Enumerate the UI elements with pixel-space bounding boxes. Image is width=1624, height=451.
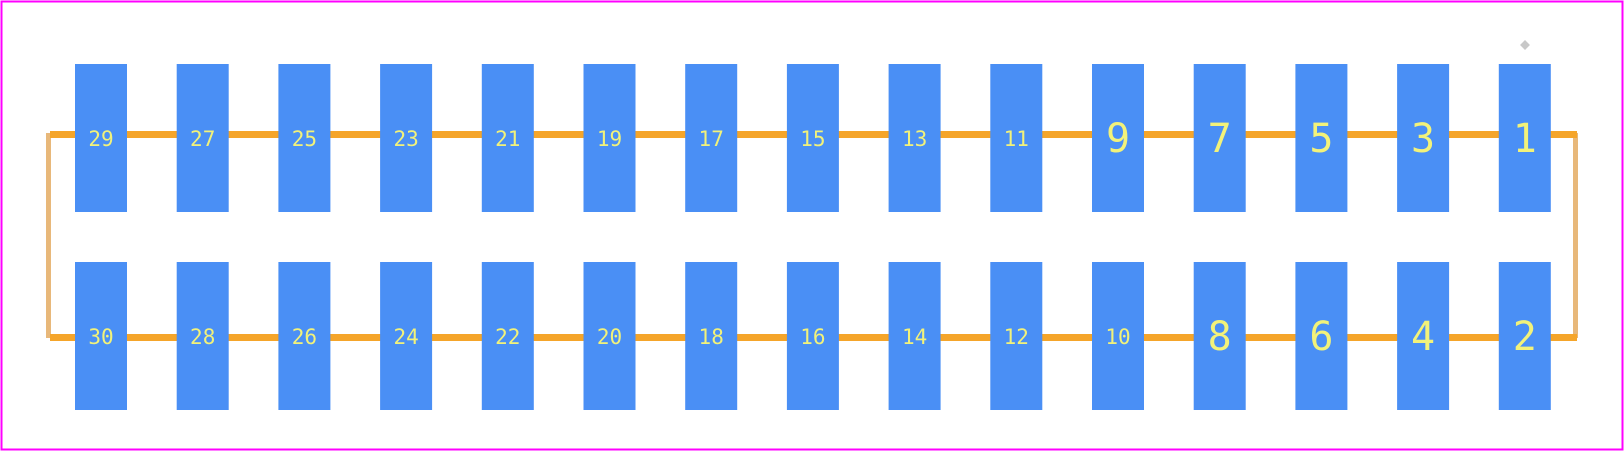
pad-14 bbox=[888, 262, 941, 410]
pad-label-2: 2 bbox=[1513, 314, 1537, 360]
pad-label-9: 9 bbox=[1106, 116, 1130, 162]
pad-label-4: 4 bbox=[1411, 314, 1435, 360]
pad-label-3: 3 bbox=[1411, 116, 1435, 162]
pad-label-20: 20 bbox=[597, 325, 622, 349]
pad-2 bbox=[1498, 262, 1551, 410]
pad-30 bbox=[75, 262, 127, 410]
pad-1 bbox=[1498, 64, 1551, 212]
pad-27 bbox=[176, 64, 229, 212]
pad-26 bbox=[278, 262, 331, 410]
pad-29 bbox=[75, 64, 127, 212]
pad-12 bbox=[990, 262, 1043, 410]
pad-11 bbox=[990, 64, 1043, 212]
pad-9 bbox=[1092, 64, 1144, 212]
pad-label-10: 10 bbox=[1105, 325, 1130, 349]
pad-25 bbox=[278, 64, 331, 212]
pad-label-6: 6 bbox=[1309, 314, 1333, 360]
pad-label-1: 1 bbox=[1513, 116, 1537, 162]
pad-label-15: 15 bbox=[800, 127, 825, 151]
pad-label-22: 22 bbox=[495, 325, 520, 349]
pad-22 bbox=[481, 262, 534, 410]
pad-label-27: 27 bbox=[190, 127, 215, 151]
pad-label-21: 21 bbox=[495, 127, 520, 151]
pad-24 bbox=[380, 262, 433, 410]
pad-13 bbox=[888, 64, 941, 212]
pad-label-5: 5 bbox=[1309, 116, 1333, 162]
pad-18 bbox=[685, 262, 738, 410]
pad-3 bbox=[1397, 64, 1450, 212]
top-pad-row: 29 27 25 23 21 19 17 15 13 11 9 7 5 3 1 bbox=[75, 64, 1551, 212]
pad-label-8: 8 bbox=[1208, 314, 1232, 360]
pad-label-24: 24 bbox=[393, 325, 418, 349]
pad-label-29: 29 bbox=[88, 127, 113, 151]
pad-4 bbox=[1397, 262, 1450, 410]
pad-label-25: 25 bbox=[292, 127, 317, 151]
pad-label-7: 7 bbox=[1208, 116, 1232, 162]
pad-6 bbox=[1295, 262, 1348, 410]
pad-label-26: 26 bbox=[292, 325, 317, 349]
pad-label-16: 16 bbox=[800, 325, 825, 349]
right-side-rail bbox=[1573, 133, 1578, 338]
pad-7 bbox=[1193, 64, 1246, 212]
pad-17 bbox=[685, 64, 738, 212]
pad-20 bbox=[583, 262, 636, 410]
pad-label-14: 14 bbox=[902, 325, 927, 349]
pad-5 bbox=[1295, 64, 1348, 212]
pad-label-19: 19 bbox=[597, 127, 622, 151]
bottom-pad-row: 30 28 26 24 22 20 18 16 14 12 10 8 6 4 2 bbox=[75, 262, 1551, 410]
pad-16 bbox=[786, 262, 839, 410]
pad-28 bbox=[176, 262, 229, 410]
pad-label-17: 17 bbox=[699, 127, 724, 151]
pad-8 bbox=[1193, 262, 1246, 410]
pad-23 bbox=[380, 64, 433, 212]
pad-19 bbox=[583, 64, 636, 212]
left-side-rail bbox=[46, 133, 51, 338]
pad-label-13: 13 bbox=[902, 127, 927, 151]
pad-label-28: 28 bbox=[190, 325, 215, 349]
pad-label-18: 18 bbox=[699, 325, 724, 349]
pad-label-30: 30 bbox=[88, 325, 113, 349]
pad-21 bbox=[481, 64, 534, 212]
pad-label-12: 12 bbox=[1004, 325, 1029, 349]
pin1-marker-icon bbox=[1520, 40, 1530, 50]
pad-label-11: 11 bbox=[1004, 127, 1029, 151]
pad-15 bbox=[786, 64, 839, 212]
pad-10 bbox=[1092, 262, 1144, 410]
pad-label-23: 23 bbox=[393, 127, 418, 151]
